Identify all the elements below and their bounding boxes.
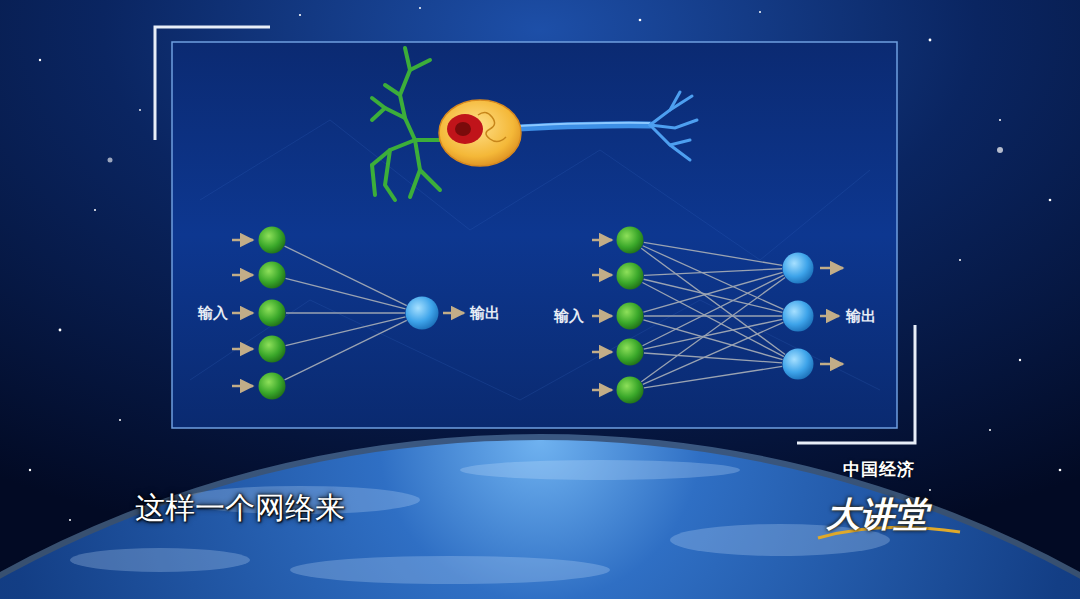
connection-line [641,277,785,381]
io-label: 输出 [470,304,500,323]
neuron-circle [617,303,644,330]
connection-line [641,248,785,354]
io-label: 输出 [846,307,876,326]
input-neuron [258,372,286,400]
logo-text: 中国经济 [843,459,915,479]
connection-line [286,317,406,346]
panel-pattern [190,120,880,400]
screen-panel [172,42,897,428]
neuron-circle [259,336,286,363]
neuron-shape [258,226,286,254]
logo-text: 大讲堂 [826,494,928,534]
earth-glow [0,438,1080,599]
input-neuron [258,299,286,327]
logo-text: 大讲堂 [826,492,928,538]
neuron-shape [782,300,814,332]
io-label: 输入 [198,304,228,323]
input-neuron [616,302,644,330]
connection-line [644,319,783,349]
neuron-shape [258,335,286,363]
neuron-circle [617,227,644,254]
subtitle: 这样一个网络来 [135,488,345,529]
neuron-shape [616,302,644,330]
neuron-circle [783,301,814,332]
connection-line [286,312,405,313]
connection-line [644,366,782,387]
neuron-circle [783,349,814,380]
neuron-circle [259,373,286,400]
connection-line [643,322,784,384]
input-neuron [258,226,286,254]
input-neuron [258,261,286,289]
neuron-circle [259,262,286,289]
neuron-circle [406,297,439,330]
neuron-circle [617,377,644,404]
connection-line [285,246,407,305]
input-neuron [616,226,644,254]
neuron-shape [258,372,286,400]
neuron-shape [616,262,644,290]
neuron-shape [782,252,814,284]
input-neuron [616,376,644,404]
neuron-shape [782,348,814,380]
io-label: 输入 [554,307,584,326]
earth-clouds [70,460,890,584]
io-label: 输入 [198,304,228,322]
neuron-circle [259,227,286,254]
logo-text: 中国经济 [843,458,915,481]
neuron-shape [405,296,439,330]
connection-line [644,242,782,265]
connection-line [644,269,782,276]
neuron-circle [617,339,644,366]
input-neuron [616,262,644,290]
neuron-shape [616,338,644,366]
neuron-circle [783,253,814,284]
connection-line [644,315,782,316]
io-label: 输出 [846,307,876,325]
input-neuron [258,335,286,363]
connection-line [644,353,782,363]
neuron-shape [616,226,644,254]
output-neuron [782,348,814,380]
output-neuron [782,300,814,332]
subtitle: 这样一个网络来 [135,490,345,525]
earth [0,440,1080,599]
io-label: 输入 [554,307,584,325]
neuron-illustration [372,48,697,200]
neuron-circle [617,263,644,290]
neuron-shape [258,261,286,289]
output-neuron [405,296,439,330]
connection-line [643,275,784,346]
input-neuron [616,338,644,366]
connection-line [643,272,782,312]
neuron-shape [616,376,644,404]
neuron-shape [258,299,286,327]
input-arrows [232,240,612,390]
connection-line [285,320,407,379]
io-label: 输出 [470,304,500,322]
connection-line [286,278,406,308]
output-neuron [782,252,814,284]
neuron-circle [259,300,286,327]
connection-line [644,279,783,312]
